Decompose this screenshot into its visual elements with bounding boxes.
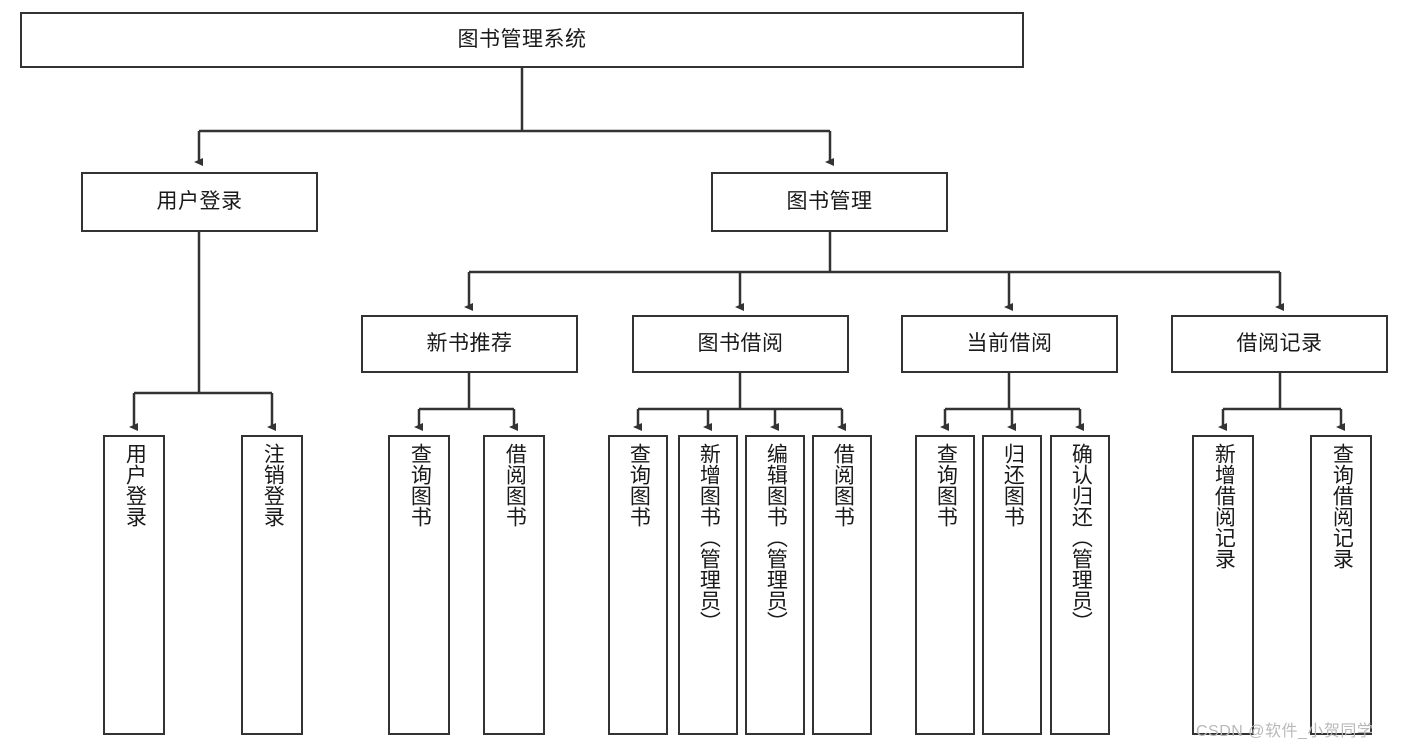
leaf-query-book-current-label: 查询图书 (934, 443, 958, 527)
leaf-add-book-admin-label: 新增图书（管理员） (697, 443, 721, 632)
leaf-borrow-book-label: 借阅图书 (831, 443, 855, 527)
node-borrow-record[interactable]: 借阅记录 (1171, 315, 1388, 373)
node-root[interactable]: 图书管理系统 (20, 12, 1024, 68)
leaf-query-book-recommend[interactable]: 查询图书 (388, 435, 450, 735)
node-user-login-label: 用户登录 (156, 190, 243, 214)
leaf-borrow-book-recommend[interactable]: 借阅图书 (483, 435, 545, 735)
node-current-borrow-label: 当前借阅 (966, 332, 1053, 356)
node-borrow-record-label: 借阅记录 (1236, 332, 1323, 356)
leaf-logout-label: 注销登录 (261, 443, 285, 527)
node-user-login[interactable]: 用户登录 (81, 172, 318, 232)
leaf-query-borrow-record[interactable]: 查询借阅记录 (1310, 435, 1372, 735)
node-book-management-label: 图书管理 (786, 190, 873, 214)
leaf-borrow-book[interactable]: 借阅图书 (812, 435, 872, 735)
leaf-edit-book-admin[interactable]: 编辑图书（管理员） (745, 435, 805, 735)
node-book-borrow[interactable]: 图书借阅 (632, 315, 849, 373)
leaf-confirm-return-admin[interactable]: 确认归还（管理员） (1050, 435, 1110, 735)
leaf-add-book-admin[interactable]: 新增图书（管理员） (678, 435, 738, 735)
leaf-return-book[interactable]: 归还图书 (982, 435, 1042, 735)
leaf-logout[interactable]: 注销登录 (241, 435, 303, 735)
leaf-add-borrow-record-label: 新增借阅记录 (1212, 443, 1236, 569)
leaf-query-book-recommend-label: 查询图书 (408, 443, 432, 527)
leaf-return-book-label: 归还图书 (1001, 443, 1025, 527)
leaf-query-book-borrow[interactable]: 查询图书 (608, 435, 668, 735)
leaf-query-borrow-record-label: 查询借阅记录 (1330, 443, 1354, 569)
node-book-management[interactable]: 图书管理 (711, 172, 948, 232)
leaf-query-book-borrow-label: 查询图书 (627, 443, 651, 527)
leaf-add-borrow-record[interactable]: 新增借阅记录 (1192, 435, 1254, 735)
leaf-edit-book-admin-label: 编辑图书（管理员） (764, 443, 788, 632)
leaf-borrow-book-recommend-label: 借阅图书 (503, 443, 527, 527)
node-new-book-recommend-label: 新书推荐 (426, 332, 513, 356)
node-book-borrow-label: 图书借阅 (697, 332, 784, 356)
csdn-watermark: CSDN @软件_小贺同学 (1196, 723, 1374, 740)
leaf-query-book-current[interactable]: 查询图书 (915, 435, 975, 735)
leaf-user-login[interactable]: 用户登录 (103, 435, 165, 735)
leaf-confirm-return-admin-label: 确认归还（管理员） (1069, 443, 1093, 632)
node-new-book-recommend[interactable]: 新书推荐 (361, 315, 578, 373)
node-current-borrow[interactable]: 当前借阅 (901, 315, 1118, 373)
node-root-label: 图书管理系统 (457, 28, 587, 52)
leaf-user-login-label: 用户登录 (123, 443, 147, 527)
